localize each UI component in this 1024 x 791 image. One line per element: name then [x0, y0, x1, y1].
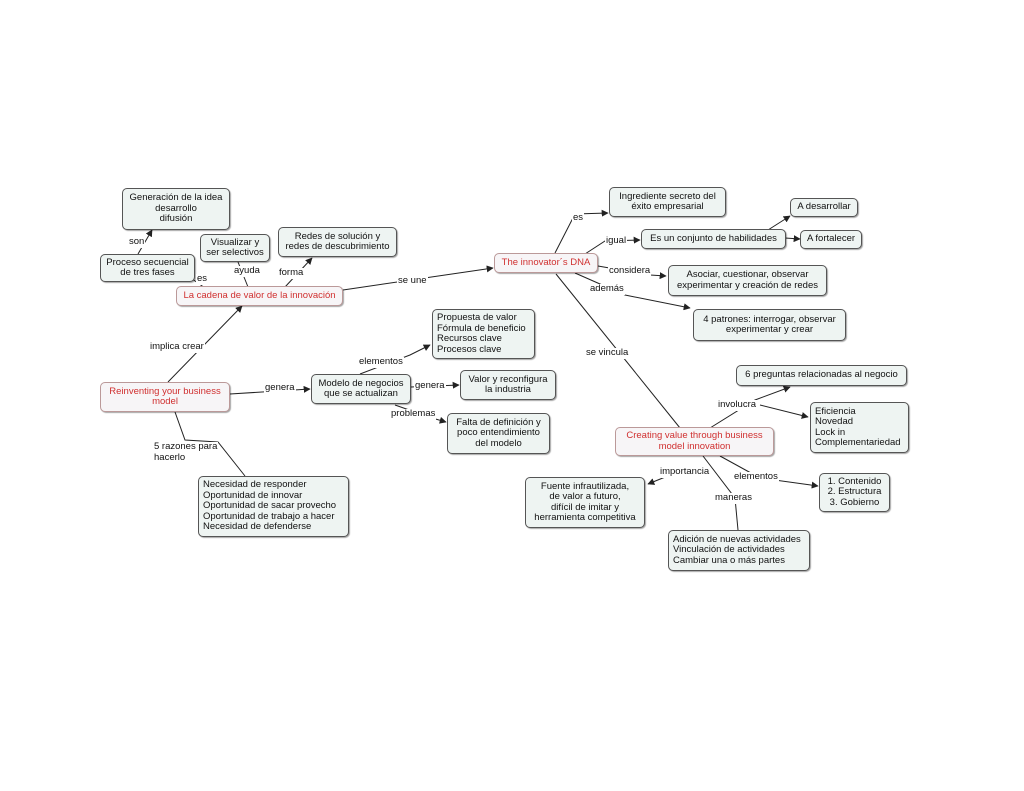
label-considera: considera	[608, 265, 652, 277]
node-patrones[interactable]: 4 patrones: interrogar, observar experim…	[693, 309, 846, 341]
link-fortalecer	[784, 235, 801, 243]
label-elementos-2: elementos	[733, 471, 779, 483]
link-eficiencia	[759, 404, 809, 419]
label-importancia: importancia	[659, 466, 711, 478]
node-fortalecer[interactable]: A fortalecer	[800, 230, 862, 249]
label-ademas: además	[589, 283, 625, 295]
node-contenido[interactable]: 1. Contenido 2. Estructura 3. Gobierno	[819, 473, 890, 512]
node-ingrediente[interactable]: Ingrediente secreto del éxito empresaria…	[609, 187, 726, 217]
label-involucra: involucra	[717, 399, 758, 411]
node-creating[interactable]: Creating value through business model in…	[615, 427, 774, 456]
node-desarrollar[interactable]: A desarrollar	[790, 198, 858, 217]
node-redes[interactable]: Redes de solución y redes de descubrimie…	[278, 227, 397, 257]
node-cadena[interactable]: La cadena de valor de la innovación	[176, 286, 343, 306]
node-preguntas[interactable]: 6 preguntas relacionadas al negocio	[736, 365, 907, 386]
label-son: son	[128, 236, 146, 248]
label-maneras: maneras	[714, 492, 753, 504]
node-elementos-list[interactable]: Propuesta de valor Fórmula de beneficio …	[432, 309, 535, 359]
node-generacion[interactable]: Generación de la idea desarrollo difusió…	[122, 188, 230, 230]
node-habilidades[interactable]: Es un conjunto de habilidades	[641, 229, 786, 249]
node-razones-list[interactable]: Necesidad de responder Oportunidad de in…	[198, 476, 349, 537]
label-problemas: problemas	[390, 408, 437, 420]
label-se-vincula: se vincula	[585, 347, 630, 359]
label-es-1: es	[196, 273, 209, 285]
node-reinventing[interactable]: Reinventing your business model	[100, 382, 230, 412]
label-se-une: se une	[397, 275, 428, 287]
label-razones: 5 razones para hacerlo	[153, 441, 219, 463]
link-implica-crear	[167, 305, 243, 383]
node-proceso[interactable]: Proceso secuencial de tres fases	[100, 254, 195, 282]
link-razones	[174, 411, 246, 477]
node-fuente[interactable]: Fuente infrautilizada, de valor a futuro…	[525, 477, 645, 528]
link-desarrollar	[767, 215, 791, 231]
node-eficiencia[interactable]: Eficiencia Novedad Lock in Complementari…	[810, 402, 909, 453]
label-forma: forma	[278, 267, 305, 279]
link-elementos	[359, 344, 431, 375]
label-elementos-1: elementos	[358, 356, 404, 368]
node-adicion[interactable]: Adición de nuevas actividades Vinculació…	[668, 530, 810, 571]
node-valor-industria[interactable]: Valor y reconfigura la industria	[460, 370, 556, 400]
label-genera-2: genera	[414, 380, 446, 392]
label-igual: igual	[605, 235, 628, 247]
node-dna[interactable]: The innovator´s DNA	[494, 253, 598, 273]
label-es-2: es	[572, 212, 585, 224]
link-ademas	[574, 272, 691, 311]
label-ayuda: ayuda	[233, 265, 261, 277]
node-modelo[interactable]: Modelo de negocios que se actualizan	[311, 374, 411, 404]
label-implica-crear: implica crear	[149, 341, 205, 353]
node-asociar[interactable]: Asociar, cuestionar, observar experiment…	[668, 265, 827, 296]
node-falta[interactable]: Falta de definición y poco entendimiento…	[447, 413, 550, 454]
node-visualizar[interactable]: Visualizar y ser selectivos	[200, 234, 270, 262]
label-genera-1: genera	[264, 382, 296, 394]
